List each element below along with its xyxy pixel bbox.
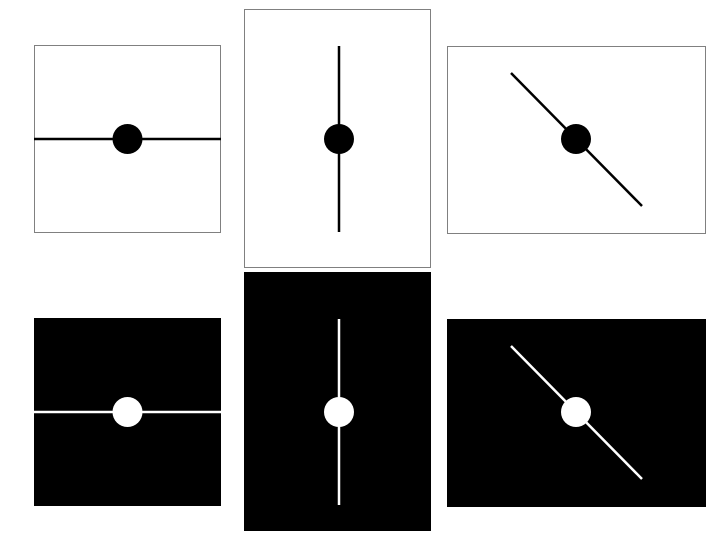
panel-dark-diagonal-svg [447, 319, 706, 507]
panel-light-horizontal-svg [34, 45, 221, 233]
center-dot [112, 124, 143, 154]
panel-dark-vertical-svg [244, 272, 431, 531]
center-dot [561, 124, 591, 154]
panel-light-vertical [244, 9, 431, 268]
panel-light-vertical-svg [244, 9, 431, 268]
center-dot [324, 124, 354, 154]
panel-dark-horizontal [34, 318, 221, 506]
center-dot [324, 397, 354, 427]
center-dot [112, 397, 143, 427]
panel-dark-vertical [244, 272, 431, 531]
panel-dark-diagonal [447, 319, 706, 507]
panel-light-diagonal [447, 46, 706, 234]
panel-light-horizontal [34, 45, 221, 233]
panel-light-diagonal-svg [447, 46, 706, 234]
center-dot [561, 397, 591, 427]
panel-dark-horizontal-svg [34, 318, 221, 506]
